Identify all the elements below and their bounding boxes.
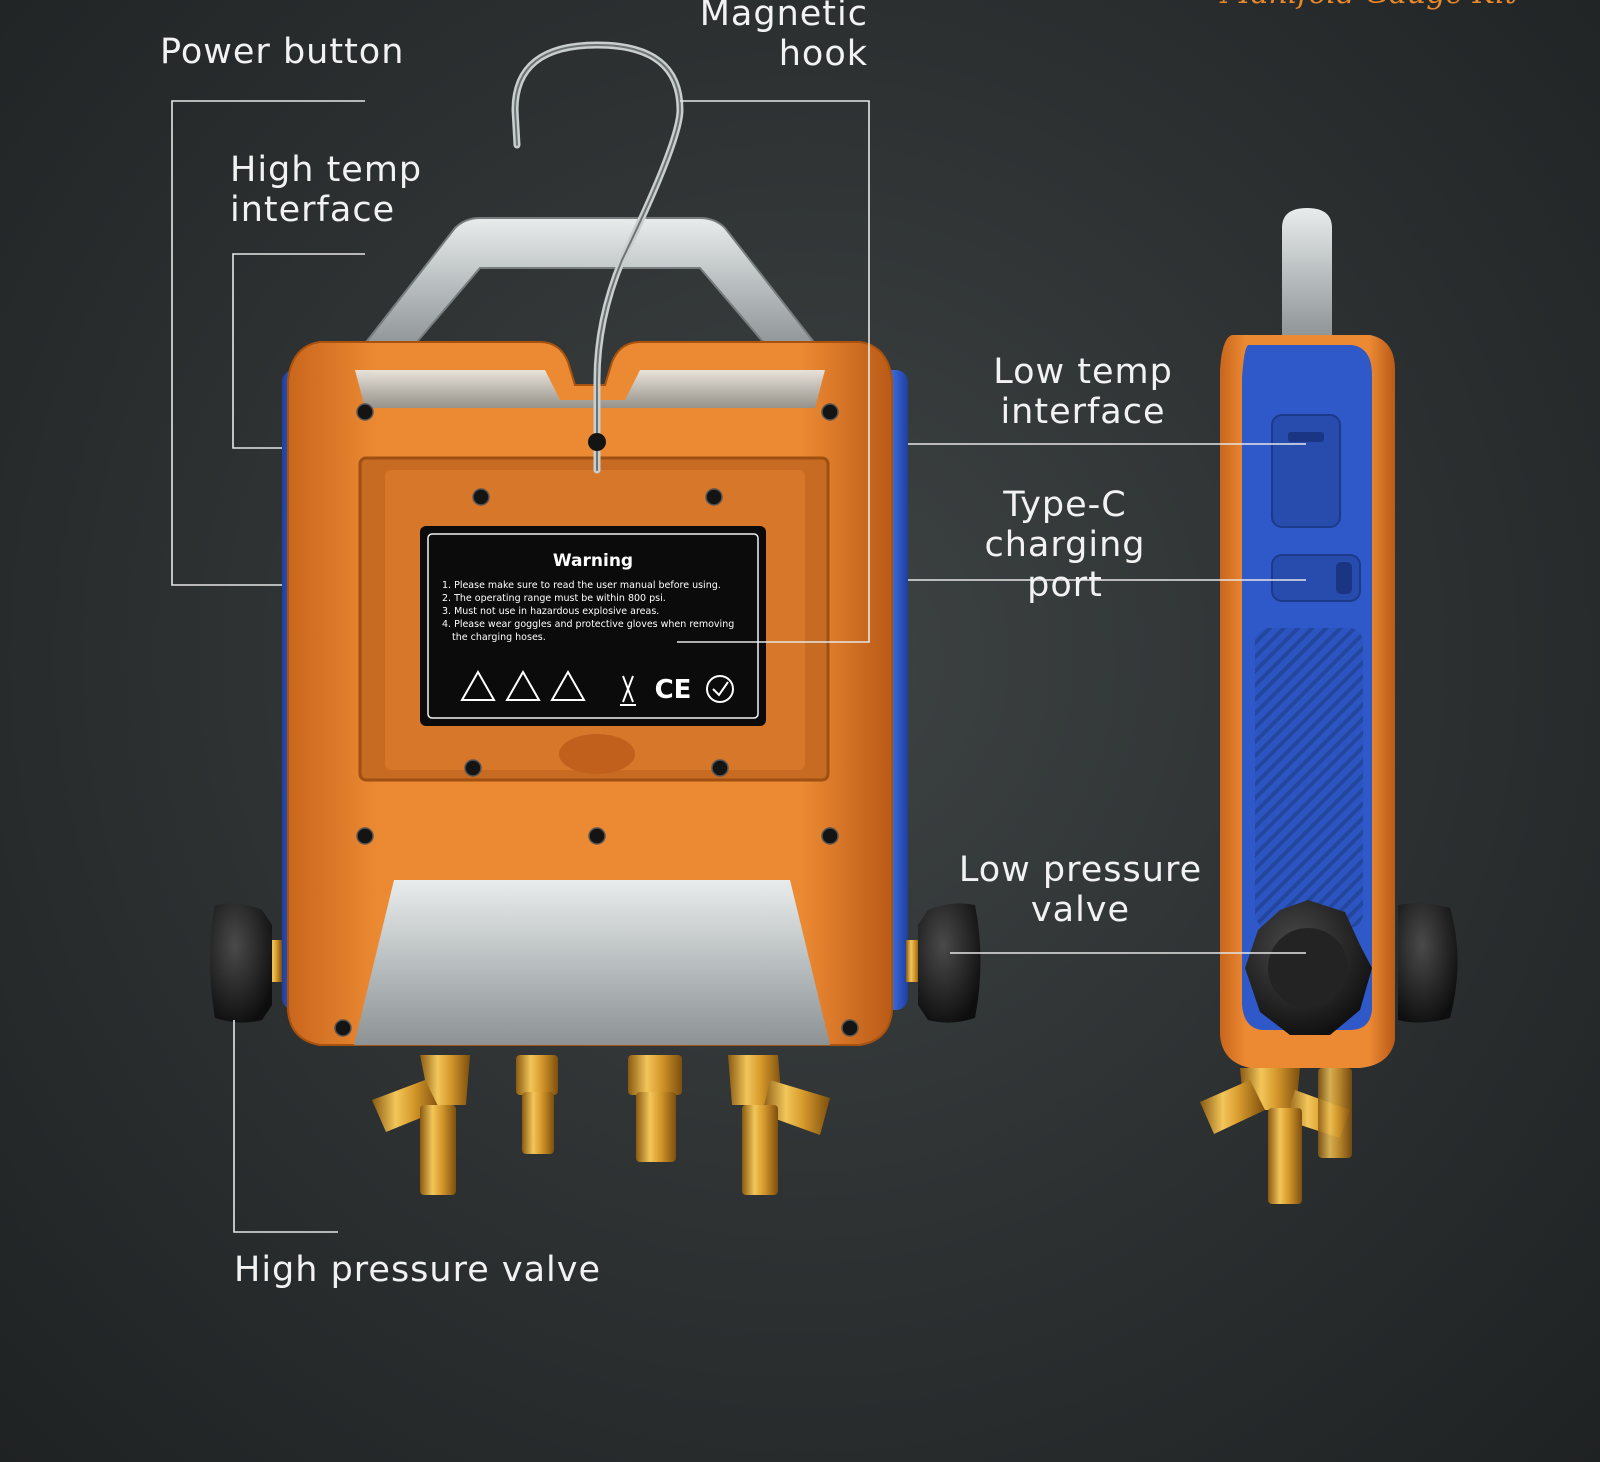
screws xyxy=(334,403,859,1037)
carry-handle xyxy=(357,217,823,351)
leader-magnetic-hook xyxy=(677,100,870,643)
bottom-plate xyxy=(354,880,830,1045)
brass-fittings xyxy=(372,1055,830,1195)
label-low-pressure-valve: Low pressure valve xyxy=(958,850,1203,930)
warning-title: Warning xyxy=(553,551,633,571)
side-grip xyxy=(1255,628,1363,928)
oval-recess xyxy=(559,734,635,774)
corrosive-hazard-icon xyxy=(550,669,586,701)
side-handle xyxy=(1282,208,1332,340)
side-valve-knob xyxy=(1245,900,1458,1035)
label-high-pressure-valve: High pressure valve xyxy=(234,1250,602,1290)
low-pressure-knob xyxy=(906,903,981,1023)
rohs-check-icon xyxy=(706,675,734,703)
leader-high-temp xyxy=(232,253,365,449)
hook-anchor xyxy=(588,433,606,451)
warning-line-5: the charging hoses. xyxy=(452,632,546,643)
side-unit xyxy=(1200,208,1458,1204)
label-high-temp-interface: High temp interface xyxy=(230,150,423,230)
brand-text: Manifold Gauge Kit xyxy=(1220,0,1517,11)
leader-power-button xyxy=(171,100,365,586)
warning-line-2: 2. The operating range must be within 80… xyxy=(442,593,666,604)
weee-bin-icon xyxy=(620,675,636,706)
label-type-c-port: Type-C charging port xyxy=(984,485,1146,605)
label-low-temp-interface: Low temp interface xyxy=(993,352,1173,432)
leader-lines xyxy=(171,100,1306,1233)
electric-hazard-icon xyxy=(505,669,541,701)
leader-high-pressure xyxy=(233,1020,338,1233)
low-temp-port xyxy=(1271,414,1341,528)
side-brass-fittings xyxy=(1200,1068,1352,1204)
warning-line-4: 4. Please wear goggles and protective gl… xyxy=(442,619,734,630)
ce-mark: CE xyxy=(655,675,692,705)
flame-hazard-icon xyxy=(460,669,496,701)
label-power-button: Power button xyxy=(160,32,405,72)
warning-line-3: 3. Must not use in hazardous explosive a… xyxy=(442,606,659,617)
front-unit: Warning 1. Please make sure to read the … xyxy=(210,41,981,1195)
label-magnetic-hook: Magnetic hook xyxy=(699,0,868,74)
high-pressure-knob xyxy=(210,903,282,1023)
warning-line-1: 1. Please make sure to read the user man… xyxy=(442,580,721,591)
warning-label: Warning 1. Please make sure to read the … xyxy=(420,526,766,726)
